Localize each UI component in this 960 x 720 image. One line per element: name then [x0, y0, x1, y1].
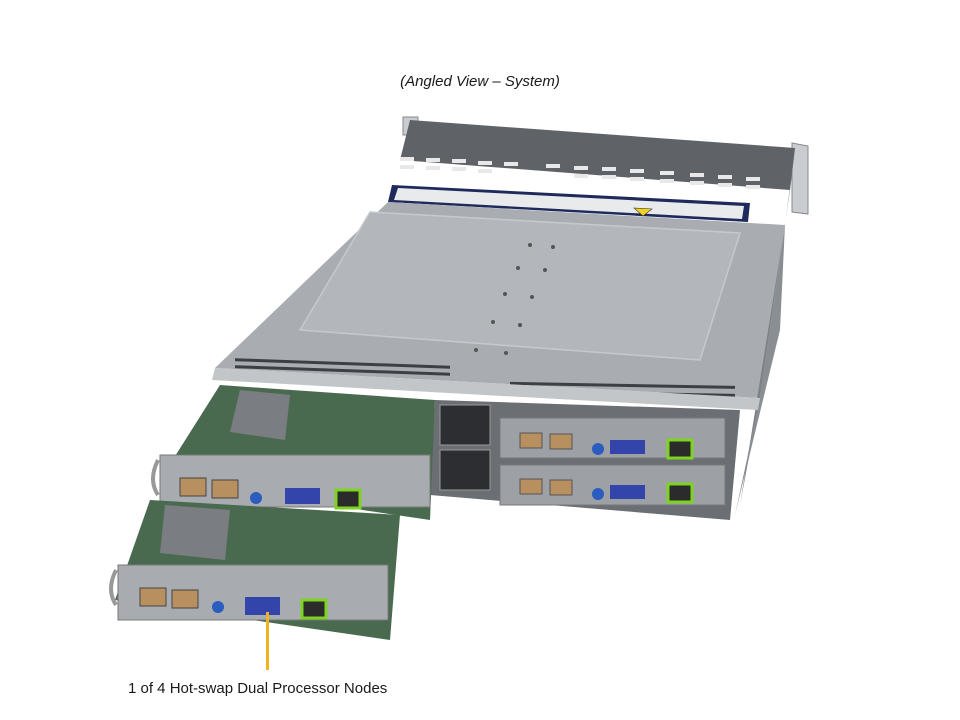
extended-node-lower: [109, 500, 400, 640]
psu-1: [439, 404, 491, 446]
caption-leader-line: [266, 612, 269, 670]
thumbscrews: [592, 443, 604, 500]
extended-node-upper: [151, 385, 435, 520]
rack-ear-right: [791, 142, 809, 215]
chassis-rear-band: [400, 120, 795, 190]
ipmi-ports: [666, 438, 694, 504]
node-caption: 1 of 4 Hot-swap Dual Processor Nodes: [128, 680, 388, 697]
rj45-ports: [519, 432, 573, 496]
figure-title: (Angled View – System): [400, 73, 560, 90]
warning-triangle-icon: [633, 207, 653, 217]
rear-vent-slots: [400, 157, 760, 189]
psu-2: [439, 449, 491, 491]
vga-ports: [610, 440, 645, 499]
installed-nodes: [430, 400, 740, 520]
